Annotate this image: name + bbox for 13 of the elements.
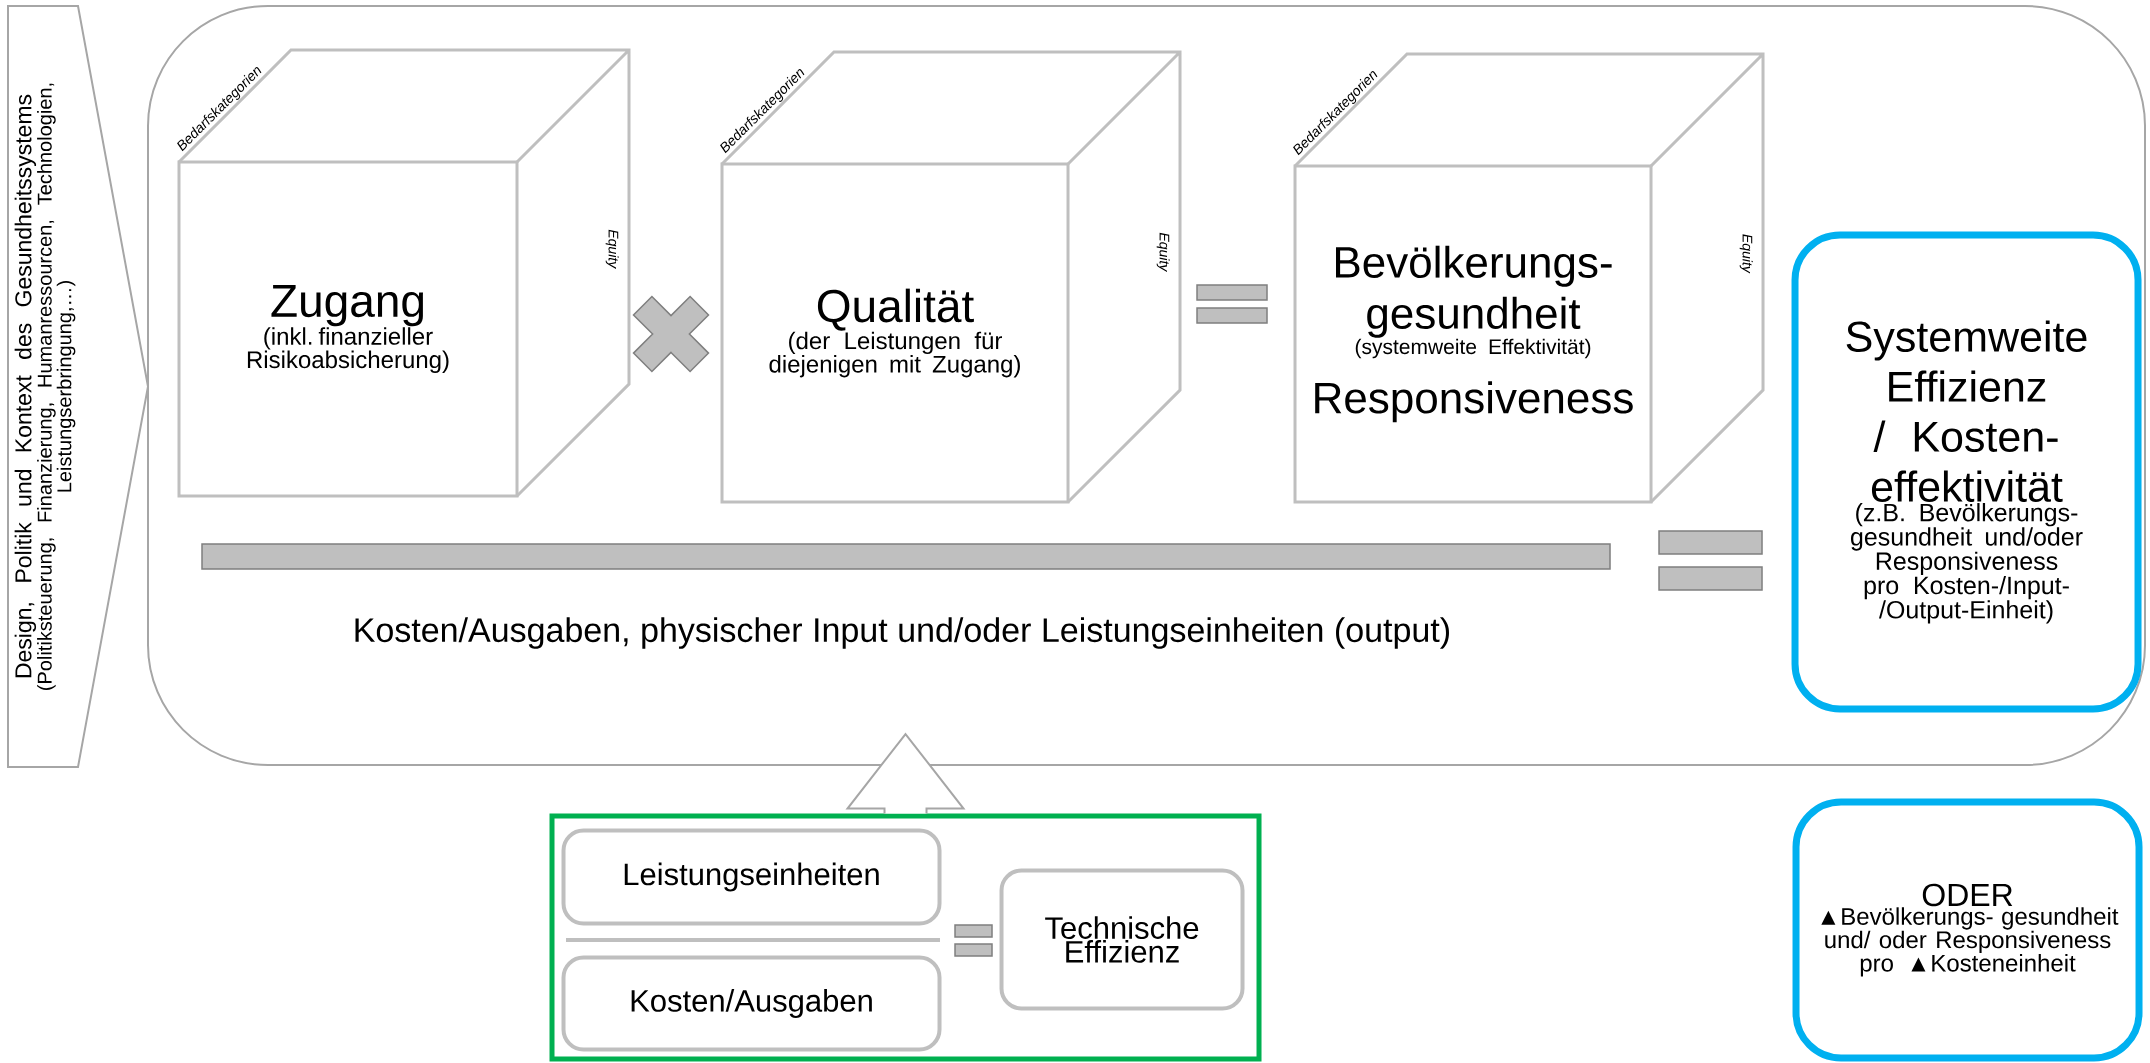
panel-caption: Kosten/Ausgaben, physischer Input und/oder Leistungseinheiten (output) (355, 617, 1449, 649)
rounded-box: Technische Effizienz (999, 868, 1245, 1011)
frame-box (549, 813, 1262, 1062)
rounded-box: Kosten/Ausgaben (561, 955, 942, 1052)
result-box: Systemweite Effizienz / Kosten- effektivität (z.B. Bevölkerungs- gesundheit und/oder Responsiveness pro Kosten-/Input- /Output-Einheit) (1791, 231, 2142, 713)
block-arrow (845, 732, 966, 815)
rounded-box: Leistungseinheiten (561, 828, 942, 926)
axis-label: Equity (605, 229, 619, 269)
multiply-sign (632, 295, 710, 373)
fraction-bar (201, 543, 1611, 570)
result-box: ODER ▲Bevölkerungs- gesundheit und/ oder Responsiveness pro ▲Kosteneinheit (1792, 798, 2143, 1062)
axis-label: Equity (1739, 234, 1753, 274)
axis-label: Equity (1156, 232, 1170, 273)
